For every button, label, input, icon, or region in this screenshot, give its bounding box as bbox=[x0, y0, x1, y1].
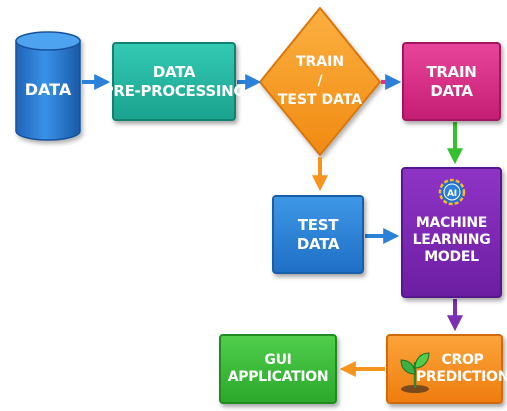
data-label: DATA bbox=[25, 80, 72, 99]
preprocessing-node: DATA PRE-PROCESSING bbox=[103, 42, 246, 121]
crop-prediction-line-2: PREDICTION bbox=[415, 369, 507, 385]
crop-prediction-node: CROP PREDICTION bbox=[386, 334, 507, 404]
ai-badge-text: AI bbox=[447, 189, 457, 199]
test-data-line-1: TEST bbox=[297, 216, 339, 235]
split-line-1: TRAIN bbox=[296, 54, 344, 70]
crop-prediction-line-1: CROP bbox=[441, 351, 484, 368]
test-data-node: TEST DATA bbox=[272, 195, 364, 274]
gui-application-node: GUI APPLICATION bbox=[219, 334, 337, 404]
ml-model-line-2: LEARNING bbox=[412, 232, 491, 249]
test-data-line-2: DATA bbox=[296, 234, 340, 253]
preprocessing-line-1: DATA bbox=[152, 63, 196, 82]
train-test-split-diamond bbox=[259, 7, 381, 156]
data-cylinder bbox=[15, 31, 81, 141]
ai-brain-icon: AI bbox=[437, 177, 467, 207]
train-data-line-2: DATA bbox=[430, 81, 473, 100]
ml-model-line-1: MACHINE bbox=[415, 215, 488, 231]
split-line-2: / bbox=[317, 73, 323, 89]
preprocessing-line-2: PRE-PROCESSING bbox=[102, 81, 246, 100]
gui-application-line-1: GUI bbox=[264, 351, 292, 368]
plant-sprout-icon bbox=[398, 348, 432, 394]
ml-model-line-3: MODEL bbox=[424, 249, 479, 266]
train-data-line-1: TRAIN bbox=[426, 63, 477, 82]
train-data-node: TRAIN DATA bbox=[402, 42, 501, 121]
ml-model-node: AI MACHINE LEARNING MODEL bbox=[401, 167, 502, 298]
gui-application-line-2: APPLICATION bbox=[227, 369, 329, 385]
split-line-3: TEST DATA bbox=[278, 92, 362, 108]
